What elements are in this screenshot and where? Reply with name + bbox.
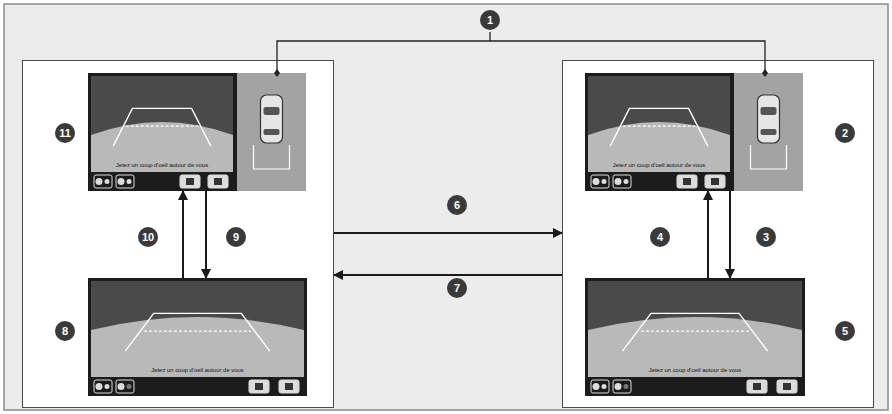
outer-frame	[4, 4, 888, 410]
callout-number: 8	[55, 321, 75, 341]
callout-number: 5	[835, 321, 855, 341]
camera-view	[88, 278, 307, 396]
callout-number: 10	[138, 227, 158, 247]
transition-arrow	[334, 232, 562, 234]
callout-number: 3	[756, 227, 776, 247]
transition-arrow	[334, 274, 562, 276]
callout-number: 2	[835, 123, 855, 143]
callout-number: 7	[447, 278, 467, 298]
callout-number: 9	[226, 227, 246, 247]
callout-number: 6	[447, 195, 467, 215]
camera-screen: Jetez un coup d'oeil autour de vous	[88, 73, 306, 191]
camera-screen: Jetez un coup d'oeil autour de vous	[585, 73, 803, 191]
screen-message: Jetez un coup d'oeil autour de vous	[88, 366, 307, 374]
callout-number: 11	[55, 123, 75, 143]
camera-view	[585, 278, 805, 396]
camera-screen: Jetez un coup d'oeil autour de vous	[88, 278, 307, 396]
view-panel: Jetez un coup d'oeil autour de vousJetez…	[562, 60, 874, 408]
view-panel: Jetez un coup d'oeil autour de vousJetez…	[22, 60, 334, 408]
screen-message: Jetez un coup d'oeil autour de vous	[585, 366, 805, 374]
callout-number: 4	[650, 227, 670, 247]
camera-screen: Jetez un coup d'oeil autour de vous	[585, 278, 805, 396]
camera-view	[585, 73, 803, 191]
callout-number: 1	[480, 10, 500, 30]
screen-message: Jetez un coup d'oeil autour de vous	[585, 161, 733, 169]
screen-message: Jetez un coup d'oeil autour de vous	[88, 161, 236, 169]
camera-view	[88, 73, 306, 191]
